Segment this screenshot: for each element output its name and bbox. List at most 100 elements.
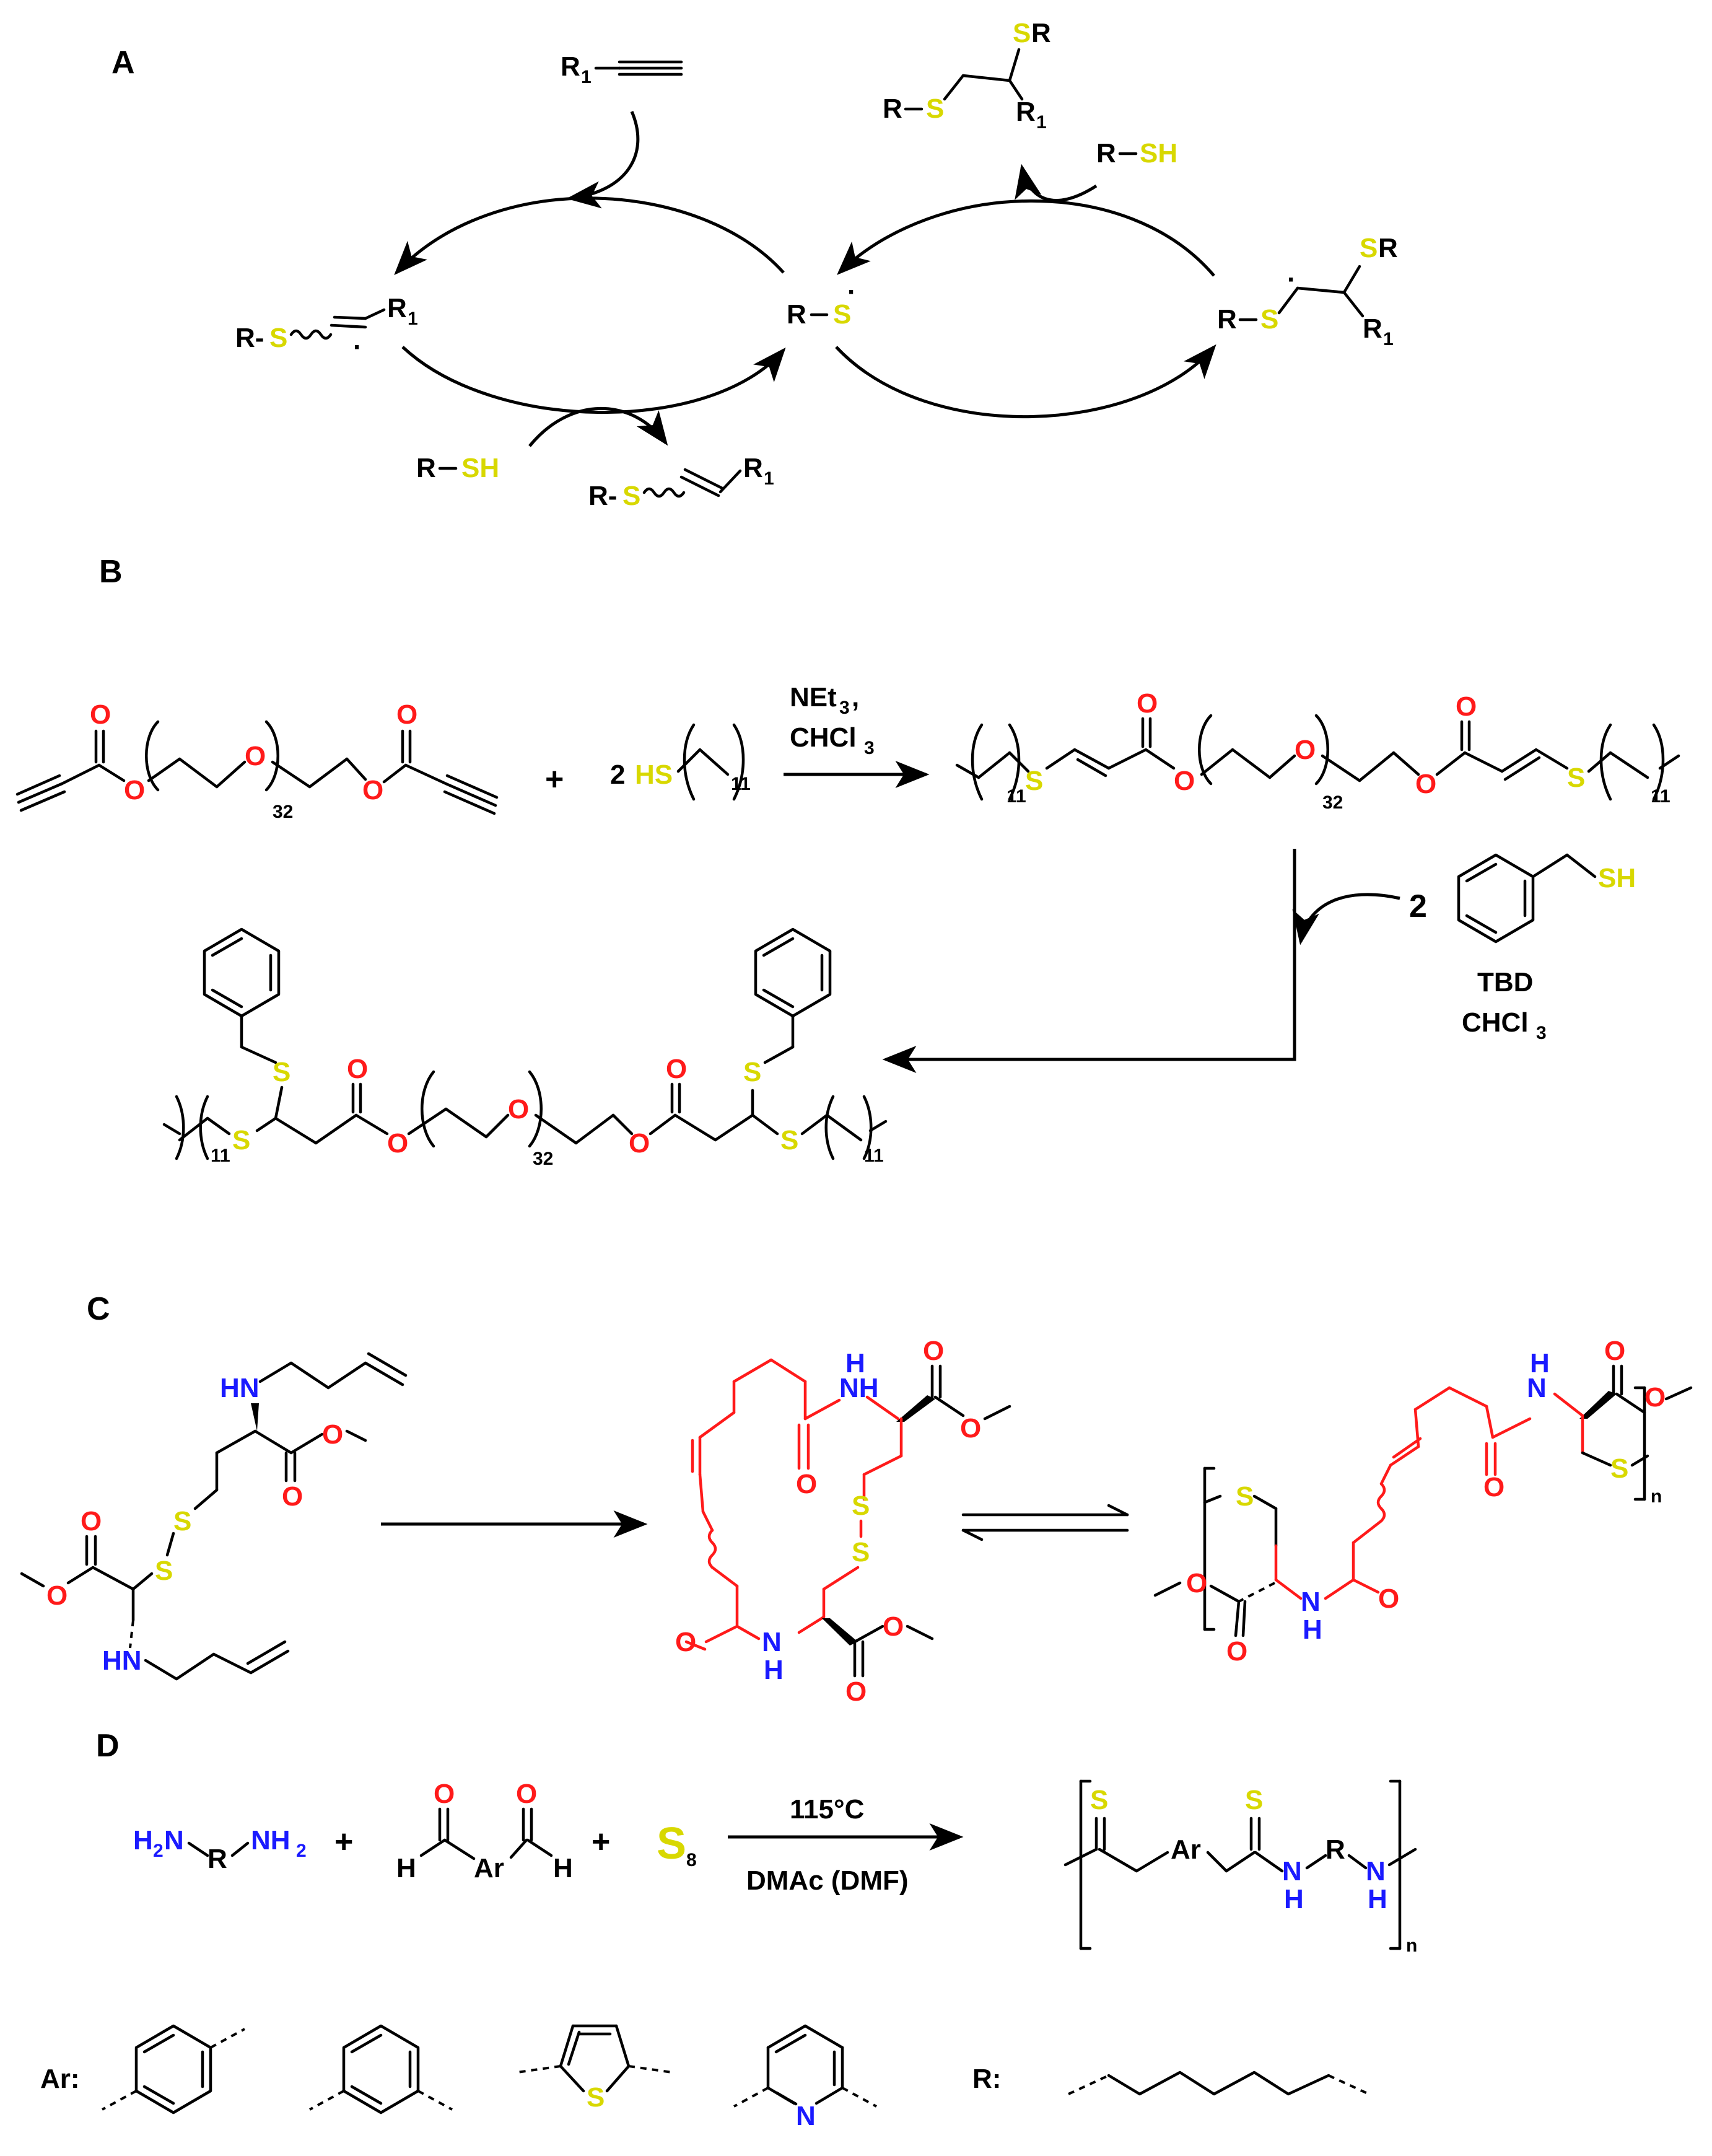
diamine-reagent: H 2 N R NH 2	[133, 1825, 307, 1874]
svg-text:SH: SH	[1140, 138, 1177, 169]
svg-text:O: O	[322, 1419, 343, 1450]
svg-text:N: N	[1282, 1856, 1302, 1887]
cyclic-monomer: O NH H O O S S N H O O	[675, 1336, 1011, 1707]
right-cycle-bottom-arrow	[835, 344, 1216, 418]
svg-text:1: 1	[764, 468, 774, 489]
svg-text:O: O	[883, 1611, 904, 1642]
reaction-arrow-b2	[882, 849, 1296, 1073]
panel-label-a: A	[111, 45, 135, 81]
svg-text:32: 32	[1322, 792, 1343, 813]
svg-text:S: S	[622, 481, 640, 511]
ar-meta-phenylene	[309, 2024, 453, 2114]
svg-text:R: R	[387, 293, 407, 323]
equilibrium-arrow-c2	[961, 1504, 1129, 1541]
svg-text:S: S	[269, 323, 287, 353]
svg-text:HN: HN	[220, 1373, 260, 1403]
svg-text:3: 3	[864, 738, 875, 758]
svg-text:O: O	[960, 1413, 981, 1444]
svg-text:SH: SH	[461, 453, 499, 483]
plus-sign-b: +	[545, 761, 564, 797]
svg-text:S: S	[1610, 1453, 1628, 1484]
svg-text:S: S	[1360, 233, 1378, 263]
right-cycle-top-arrow	[837, 199, 1215, 277]
svg-text:H: H	[1530, 1348, 1550, 1378]
svg-text:O: O	[81, 1506, 102, 1536]
svg-text:N: N	[164, 1825, 184, 1856]
svg-text:32: 32	[273, 802, 293, 822]
svg-text:11: 11	[1007, 786, 1026, 807]
svg-text:O: O	[1295, 735, 1316, 765]
peg-dipropiolate: O O O 32 O O	[15, 699, 499, 822]
svg-text:H: H	[845, 1348, 865, 1378]
ar-para-phenylene	[102, 2024, 245, 2114]
benzyl-mercaptan: 2 SH TBD CHCl 3	[1409, 853, 1636, 1043]
svg-text:N: N	[796, 2101, 816, 2131]
svg-text:Ar: Ar	[474, 1853, 504, 1883]
ar-pyridine-2-6-diyl: N	[733, 2024, 877, 2131]
svg-text:R-: R-	[235, 323, 264, 353]
svg-text:S: S	[1260, 304, 1278, 335]
svg-text:2: 2	[153, 1841, 164, 1861]
svg-text:O: O	[1137, 688, 1158, 719]
thiol-bottom-arrow	[528, 406, 668, 447]
vinyl-radical: R- S · R 1	[235, 293, 418, 362]
svg-text:O: O	[282, 1481, 303, 1512]
svg-text:11: 11	[864, 1146, 884, 1166]
svg-text:S: S	[1090, 1785, 1108, 1815]
svg-text:H: H	[764, 1655, 784, 1685]
ar-thiophene-2-5-diyl: S	[517, 2024, 673, 2113]
svg-text:O: O	[1644, 1382, 1666, 1413]
svg-text:HS: HS	[635, 760, 673, 790]
svg-text:2: 2	[1409, 888, 1427, 924]
svg-text:N: N	[762, 1627, 782, 1657]
svg-text:O: O	[1483, 1472, 1505, 1502]
svg-text:8: 8	[686, 1850, 697, 1870]
svg-text:O: O	[923, 1336, 944, 1366]
alkyne-reagent: R 1	[561, 51, 683, 87]
svg-text:HN: HN	[102, 1645, 142, 1676]
svg-text:,: ,	[852, 682, 859, 712]
svg-text:H: H	[133, 1825, 153, 1856]
ar-label: Ar:	[40, 2064, 80, 2094]
alkyl-radical: R S · S R R 1	[1217, 233, 1398, 349]
thiol-reagent-top: R SH	[1096, 138, 1177, 169]
svg-text:S: S	[743, 1057, 761, 1087]
svg-text:·: ·	[847, 277, 857, 307]
svg-text:S: S	[1025, 766, 1043, 796]
peg-bis-dithioacetal: S S 11 O O O 32 O O S	[162, 927, 888, 1169]
svg-text:O: O	[675, 1627, 696, 1657]
svg-text:R: R	[1378, 233, 1398, 263]
vinyl-sulfide-product: R- S R 1	[588, 453, 774, 511]
svg-text:R-: R-	[588, 481, 617, 511]
svg-text:R: R	[1096, 138, 1116, 169]
svg-text:O: O	[629, 1128, 650, 1159]
svg-text:H: H	[1368, 1884, 1387, 1914]
svg-text:2: 2	[296, 1841, 307, 1861]
svg-text:R: R	[1363, 313, 1382, 344]
svg-text:R: R	[1031, 18, 1051, 48]
svg-text:S: S	[657, 1819, 686, 1869]
svg-text:Ar: Ar	[1171, 1834, 1201, 1865]
svg-text:O: O	[508, 1094, 529, 1124]
conditions-temperature: 115°C	[790, 1794, 864, 1825]
svg-text:R: R	[883, 94, 902, 124]
svg-text:S: S	[780, 1125, 798, 1155]
svg-text:O: O	[1174, 766, 1195, 796]
svg-text:S: S	[926, 94, 944, 124]
cystine-diene-monomer: HN O O S S O O HN	[20, 1352, 408, 1681]
svg-text:2: 2	[610, 760, 625, 790]
svg-text:H: H	[1303, 1615, 1322, 1645]
svg-text:NH: NH	[251, 1825, 290, 1856]
sulfur-s8: S 8	[657, 1819, 697, 1870]
svg-text:3: 3	[839, 698, 850, 718]
svg-text:O: O	[1378, 1584, 1399, 1614]
svg-text:R: R	[1217, 304, 1237, 335]
svg-text:NH: NH	[839, 1373, 879, 1403]
plus-sign-d1: +	[334, 1824, 353, 1860]
svg-text:O: O	[124, 775, 145, 805]
svg-text:11: 11	[1651, 786, 1671, 807]
conditions-solvent: DMAc (DMF)	[746, 1865, 909, 1896]
svg-text:S: S	[155, 1556, 173, 1586]
svg-text:H: H	[396, 1853, 416, 1883]
